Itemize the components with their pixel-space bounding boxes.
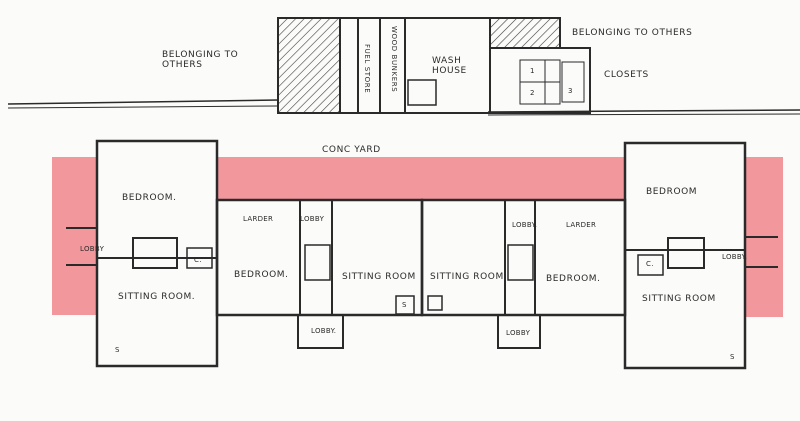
room-larder-right: LARDER [566, 221, 597, 229]
room-lobby-left: LOBBY [80, 245, 105, 253]
room-bedroom-upper-right: BEDROOM [646, 187, 698, 197]
label-s-mid: S [402, 301, 407, 309]
room-lobby-right: LOBBY. [722, 253, 748, 261]
room-bedroom-mid-right: BEDROOM. [546, 274, 601, 284]
room-lobby-inner-left: LOBBY [300, 215, 325, 223]
highlight-left-garden [52, 157, 97, 315]
label-s-right: S [730, 353, 735, 361]
label-c-right: C. [646, 260, 654, 268]
label-wood-bunkers: WOOD BUNKERS [390, 26, 398, 93]
room-sitting-room-left: SITTING ROOM. [118, 292, 196, 302]
label-belonging-to-others-left: BELONGING TO OTHERS [162, 50, 239, 70]
room-sitting-room-right: SITTING ROOM [642, 294, 716, 304]
room-sitting-room-mid-left: SITTING ROOM [342, 272, 416, 282]
label-s-left: S [115, 346, 120, 354]
room-bedroom-upper-left: BEDROOM. [122, 193, 177, 203]
label-conc-yard: CONC YARD [322, 145, 381, 155]
room-bedroom-mid-left: BEDROOM. [234, 270, 289, 280]
outbuildings [277, 17, 591, 114]
label-c-left: C. [194, 256, 202, 264]
label-closets: CLOSETS [604, 70, 649, 80]
room-lobby-bottom-right: LOBBY [506, 329, 531, 337]
label-fuel-store: FUEL STORE [363, 44, 371, 94]
room-lobby-bottom-left: LOBBY. [311, 327, 337, 335]
highlight-yard-strip [218, 157, 625, 200]
label-closet-1: 1 [530, 67, 535, 75]
label-wash-house: WASH HOUSE [432, 56, 467, 76]
label-closet-3: 3 [568, 87, 573, 95]
boundary-lines [7, 99, 800, 116]
label-closet-2: 2 [530, 89, 535, 97]
room-lobby-inner-right: LOBBY. [512, 221, 538, 229]
room-larder-left: LARDER [243, 215, 274, 223]
window-marks [66, 140, 778, 369]
label-belonging-to-others-right: BELONGING TO OTHERS [572, 28, 693, 38]
room-sitting-room-mid-right: SITTING ROOM. [430, 272, 508, 282]
